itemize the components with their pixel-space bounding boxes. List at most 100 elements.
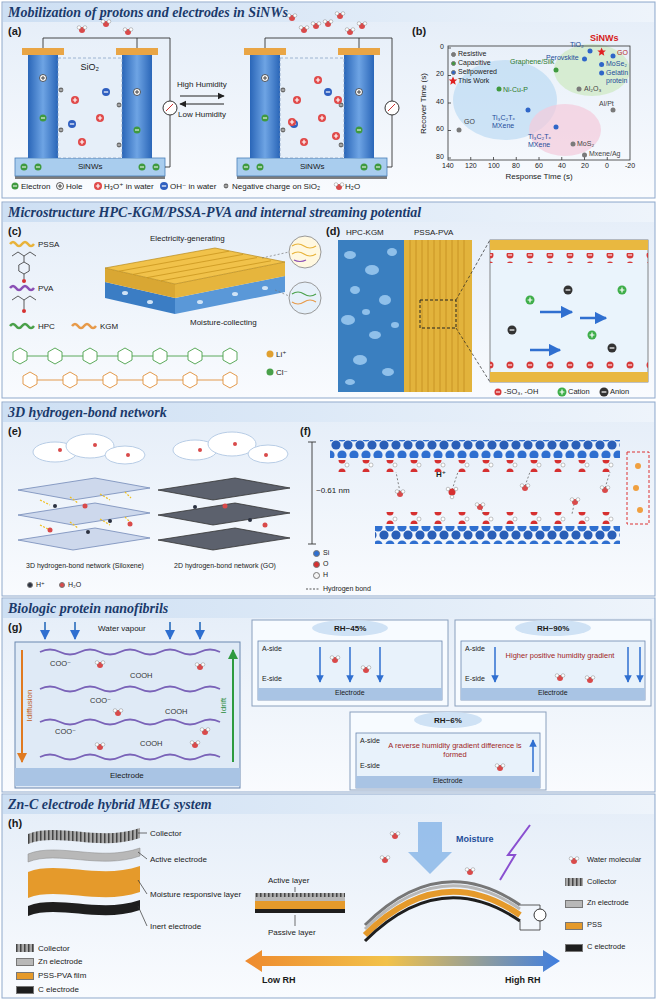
protein-nanofibril-illustration (44, 622, 46, 639)
zn-c-meg-illustration (28, 866, 140, 898)
protein-nanofibril-illustration (361, 666, 371, 673)
protein-nanofibril-illustration (95, 743, 105, 750)
legend-text: C electrode (38, 985, 79, 994)
humidity-box: RH~6%A-sideA reverse humidity gradient d… (350, 712, 546, 790)
figure-label: Response Time (s) (506, 172, 573, 181)
figure-label: 40 (436, 98, 444, 106)
hydrogel-structure-illustration (12, 252, 36, 279)
sensor-device (68, 120, 76, 128)
figure-label: 3D hydrogen-bond network (Siloxene) (26, 562, 144, 570)
figure-label: MoSe₂ (606, 60, 627, 68)
siloxene-layer-illustration (450, 495, 454, 499)
siloxene-layer-illustration (475, 503, 485, 510)
sensor-device (59, 128, 64, 133)
legend-swatch (565, 944, 583, 952)
sinw-sensor-illustration (357, 22, 367, 29)
hydrogen-bond-network-illustration (158, 503, 290, 525)
hydrogen-bond-network-illustration (158, 528, 290, 550)
protein-nanofibril-illustration (199, 622, 201, 639)
protein-nanofibril-illustration (200, 728, 210, 735)
streaming-potential-illustration (490, 359, 648, 369)
protein-nanofibril-illustration (585, 676, 595, 683)
legend-text: Zn electrode (587, 899, 629, 908)
siloxene-layer-illustration (395, 490, 405, 497)
hydrogel-structure-illustration (23, 372, 37, 388)
response-recovery-chart (526, 108, 531, 113)
zn-c-meg-illustration (255, 901, 345, 909)
figure-label: 120 (465, 162, 477, 170)
box-text: COOH (140, 740, 163, 749)
sinw-sensor-illustration (180, 103, 224, 104)
hydrogen-bond-network-illustration (93, 443, 97, 447)
hydrogel-structure-illustration (292, 244, 316, 256)
sensor-device (117, 143, 122, 148)
response-recovery-chart (457, 87, 616, 158)
box-text: E-side (262, 675, 282, 683)
legend-text: H₂O (345, 182, 360, 191)
sensor-device (15, 176, 165, 179)
figure-label: 0 (440, 43, 444, 51)
protein-nanofibril-illustration (356, 776, 540, 788)
protein-nanofibril-illustration (15, 642, 240, 788)
hydrogen-bond-network-illustration (108, 519, 112, 523)
figure-label: (a) (8, 25, 21, 38)
protein-nanofibril-illustration (356, 733, 540, 788)
streaming-potential-illustration (420, 300, 456, 328)
protein-nanofibril-illustration (495, 764, 505, 771)
legend-text: Hole (66, 182, 82, 191)
hydrogel-structure-illustration (289, 236, 321, 268)
sinw-sensor-illustration (12, 183, 19, 190)
sinw-sensor-illustration (94, 182, 102, 190)
protein-nanofibril-illustration (319, 647, 321, 682)
legend-swatch (313, 550, 320, 557)
hydrogen-bond-network-illustration (18, 432, 290, 550)
siloxene-layer-illustration (635, 463, 641, 469)
nanofibril-box: IdiffusionCOO⁻COOHCOO⁻COOHCOO⁻COOHIdrift… (15, 642, 240, 788)
figure-label: (f) (300, 425, 311, 438)
siloxene-layer-illustration (627, 452, 649, 524)
response-recovery-chart (611, 108, 616, 113)
protein-nanofibril-illustration (494, 647, 496, 682)
figure-label: Moisture-collecting (190, 318, 257, 327)
legend-text: Collector (38, 944, 70, 953)
humidity-box: RH~90%A-sideHigher positive humidity gra… (455, 620, 651, 706)
streaming-potential-illustration (495, 389, 502, 396)
response-recovery-chart (588, 49, 593, 54)
hydrogen-bond-network-illustration (233, 442, 237, 446)
hydrogel-structure-illustration (153, 348, 167, 364)
response-recovery-chart (599, 62, 604, 67)
figure-label: Ti₃C₂Tₓ MXene (528, 133, 564, 149)
zn-c-meg-illustration (500, 825, 530, 880)
sinw-sensor-illustration (288, 118, 296, 126)
panel-background (2, 794, 655, 998)
zn-c-meg-illustration (138, 833, 147, 926)
sensor-device (22, 48, 64, 55)
protein-nanofibril-illustration (349, 647, 351, 682)
zn-c-meg-illustration (569, 857, 579, 864)
response-recovery-chart (582, 153, 587, 158)
siloxene-layer-illustration (375, 512, 620, 524)
figure-label: Ti₃C₂Tₓ MXene (492, 114, 528, 130)
sensor-device (123, 28, 133, 35)
box-text: Higher positive humidity gradient (505, 652, 615, 661)
siloxene-layer-illustration (446, 487, 458, 499)
sensor-device (78, 138, 86, 146)
streaming-potential-illustration (490, 240, 648, 382)
streaming-potential-illustration (530, 349, 560, 352)
hydrogen-bond-network-illustration (128, 522, 133, 527)
siloxene-layer-illustration (375, 526, 620, 544)
response-recovery-chart (597, 48, 606, 56)
sensor-device (40, 75, 47, 82)
panel-background (3, 795, 654, 814)
sensor-device (153, 164, 160, 171)
hydrogel-structure-illustration (30, 380, 230, 381)
zn-c-meg-illustration (534, 909, 546, 921)
streaming-potential-illustration (350, 286, 360, 294)
hydrogel-structure-illustration (122, 291, 128, 295)
hydrogen-bond-network-illustration (263, 523, 268, 528)
panel-background (3, 599, 654, 618)
streaming-potential-illustration (387, 248, 397, 256)
hydrogel-structure-illustration (119, 251, 271, 281)
legend-text: Capacitive (458, 59, 491, 67)
